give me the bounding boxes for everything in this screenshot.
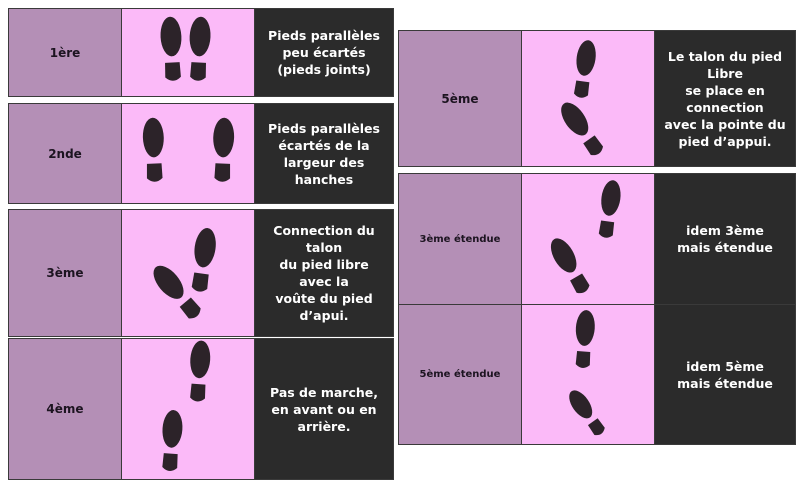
footprint-diagram — [122, 104, 255, 203]
position-name: 3ème étendue — [399, 174, 522, 304]
back-foot-icon — [159, 409, 184, 472]
position-description: Pieds parallèles écartés de la largeur d… — [255, 104, 393, 203]
position-description: idem 3ème mais étendue — [655, 174, 795, 304]
footprint-diagram — [522, 305, 655, 444]
footprint-diagram — [522, 31, 655, 166]
position-description: idem 5ème mais étendue — [655, 305, 795, 444]
position-row-1: 1ère Pieds parallèles peu écartés (pieds… — [8, 8, 394, 97]
back-foot-icon — [564, 386, 609, 439]
position-name: 3ème — [9, 210, 122, 336]
position-description: Pieds parallèles peu écartés (pieds join… — [255, 9, 393, 96]
footprint-diagram — [522, 174, 655, 304]
position-row-3: 3ème Connection du talon du pied libre a… — [8, 209, 394, 337]
position-row-5: 5ème Le talon du pied Libre se place en … — [398, 30, 796, 167]
right-foot-icon — [211, 117, 235, 183]
position-row-4: 4ème Pas de marche, en avant ou en arriè… — [8, 338, 394, 480]
left-foot-icon — [142, 117, 166, 183]
position-row-2: 2nde Pieds parallèles écartés de la larg… — [8, 103, 394, 204]
left-foot-icon — [159, 16, 184, 82]
front-foot-icon — [573, 309, 596, 369]
footprint-diagram — [122, 339, 255, 479]
position-name: 5ème étendue — [399, 305, 522, 444]
free-foot-icon — [147, 260, 205, 323]
position-name: 1ère — [9, 9, 122, 96]
position-row-5e-etendue: 5ème étendue idem 5ème mais étendue — [398, 304, 796, 445]
left-panel: 1ère Pieds parallèles peu écartés (pieds… — [8, 8, 394, 480]
front-foot-icon — [187, 339, 212, 403]
front-foot-icon — [595, 178, 623, 240]
position-name: 4ème — [9, 339, 122, 479]
position-description: Connection du talon du pied libre avec l… — [255, 210, 393, 336]
position-name: 2nde — [9, 104, 122, 203]
footprint-diagram — [122, 210, 255, 336]
right-foot-icon — [187, 16, 212, 82]
support-foot-icon — [188, 226, 219, 294]
position-row-3e-etendue: 3ème étendue idem 3ème mais étendue — [398, 173, 796, 305]
back-foot-icon — [545, 234, 594, 297]
footprint-diagram — [122, 9, 255, 96]
position-description: Le talon du pied Libre se place en conne… — [655, 31, 795, 166]
front-foot-icon — [571, 38, 598, 100]
position-description: Pas de marche, en avant ou en arrière. — [255, 339, 393, 479]
position-name: 5ème — [399, 31, 522, 166]
right-panel: 5ème Le talon du pied Libre se place en … — [398, 30, 796, 445]
back-foot-icon — [555, 97, 608, 160]
